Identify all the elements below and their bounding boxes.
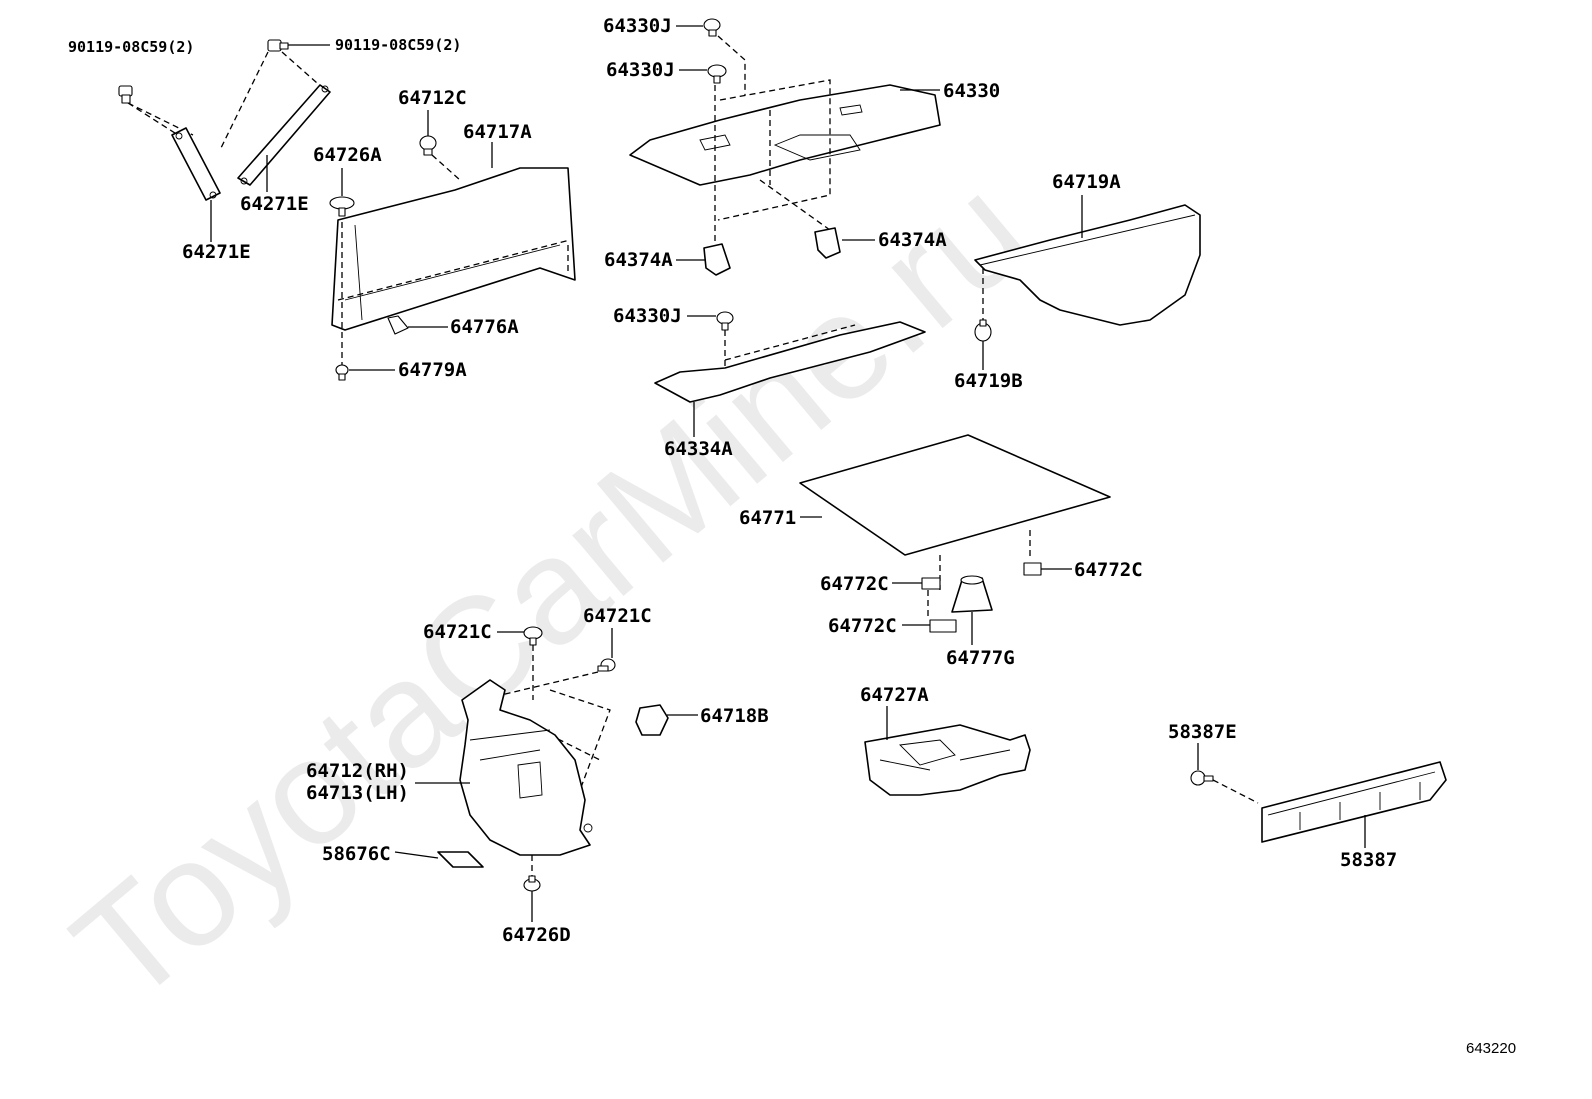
label-64712C: 64712C bbox=[398, 87, 467, 109]
label-64330: 64330 bbox=[943, 80, 1000, 102]
clip-64721C-left[interactable] bbox=[523, 626, 543, 646]
label-64713-lh: 64713(LH) bbox=[306, 782, 409, 804]
clip-64779A[interactable] bbox=[335, 364, 349, 381]
quarter-trim-64712-64713[interactable] bbox=[459, 679, 593, 856]
bracket-64776A[interactable] bbox=[387, 315, 409, 335]
bracket-64374A-left[interactable] bbox=[703, 243, 731, 276]
label-64330J-mid: 64330J bbox=[606, 59, 675, 81]
clip-64712C[interactable] bbox=[419, 135, 437, 156]
label-64777G: 64777G bbox=[946, 647, 1015, 669]
bolt-90119-left[interactable] bbox=[118, 85, 133, 104]
clip-64330J-lower[interactable] bbox=[716, 311, 734, 331]
label-64718B: 64718B bbox=[700, 705, 769, 727]
label-58676C: 58676C bbox=[322, 843, 391, 865]
label-64271E-right: 64271E bbox=[240, 193, 309, 215]
pad-58676C[interactable] bbox=[437, 851, 484, 868]
label-64271E-left: 64271E bbox=[182, 241, 251, 263]
label-64374A-right: 64374A bbox=[878, 229, 947, 251]
label-64772C-right: 64772C bbox=[1074, 559, 1143, 581]
label-64717A: 64717A bbox=[463, 121, 532, 143]
stopper-64772C-mid[interactable] bbox=[921, 577, 941, 590]
clip-64721C-right[interactable] bbox=[597, 658, 616, 672]
label-64719A: 64719A bbox=[1052, 171, 1121, 193]
lid-trim-64719A[interactable] bbox=[974, 204, 1201, 326]
panel-64717A[interactable] bbox=[331, 167, 576, 331]
label-64772C-lower: 64772C bbox=[828, 615, 897, 637]
label-bolt-90119-left: 90119-08C59(2) bbox=[68, 38, 194, 56]
clip-58387E[interactable] bbox=[1190, 770, 1214, 786]
stopper-64772C-right[interactable] bbox=[1023, 562, 1042, 576]
cushion-64777G[interactable] bbox=[951, 575, 993, 613]
label-64719B: 64719B bbox=[954, 370, 1023, 392]
label-64721C-right: 64721C bbox=[583, 605, 652, 627]
label-64779A: 64779A bbox=[398, 359, 467, 381]
clip-64330J-mid[interactable] bbox=[707, 64, 727, 84]
label-58387: 58387 bbox=[1340, 849, 1397, 871]
label-64727A: 64727A bbox=[860, 684, 929, 706]
clip-64726A[interactable] bbox=[329, 196, 355, 217]
brace-64271E-left[interactable] bbox=[171, 127, 221, 201]
hook-64718B[interactable] bbox=[635, 704, 669, 736]
label-64726A: 64726A bbox=[313, 144, 382, 166]
label-64771: 64771 bbox=[739, 507, 796, 529]
clip-64726D[interactable] bbox=[523, 875, 541, 892]
bolt-90119-right[interactable] bbox=[267, 39, 289, 52]
clip-64330J-top[interactable] bbox=[703, 18, 721, 37]
label-64330J-top: 64330J bbox=[603, 15, 672, 37]
jack-holder-64727A[interactable] bbox=[864, 724, 1031, 796]
label-64330J-lower: 64330J bbox=[613, 305, 682, 327]
label-64712-rh: 64712(RH) bbox=[306, 760, 409, 782]
clip-64719B[interactable] bbox=[974, 319, 992, 342]
label-64334A: 64334A bbox=[664, 438, 733, 460]
floor-mat-64771[interactable] bbox=[799, 434, 1111, 556]
scuff-plate-58387[interactable] bbox=[1261, 761, 1447, 843]
board-64334A[interactable] bbox=[654, 321, 926, 403]
tray-64330[interactable] bbox=[629, 84, 941, 186]
label-64726D: 64726D bbox=[502, 924, 571, 946]
brace-64271E-right[interactable] bbox=[237, 84, 331, 186]
bracket-64374A-right[interactable] bbox=[814, 227, 841, 259]
label-64374A-left: 64374A bbox=[604, 249, 673, 271]
label-bolt-90119-right: 90119-08C59(2) bbox=[335, 36, 461, 54]
watermark: ToyotaCarMine.ru bbox=[43, 145, 1058, 1035]
figure-number: 643220 bbox=[1466, 1040, 1516, 1057]
stopper-64772C-lower[interactable] bbox=[929, 619, 957, 633]
label-58387E: 58387E bbox=[1168, 721, 1237, 743]
label-64721C-left: 64721C bbox=[423, 621, 492, 643]
label-64776A: 64776A bbox=[450, 316, 519, 338]
label-64772C-mid: 64772C bbox=[820, 573, 889, 595]
